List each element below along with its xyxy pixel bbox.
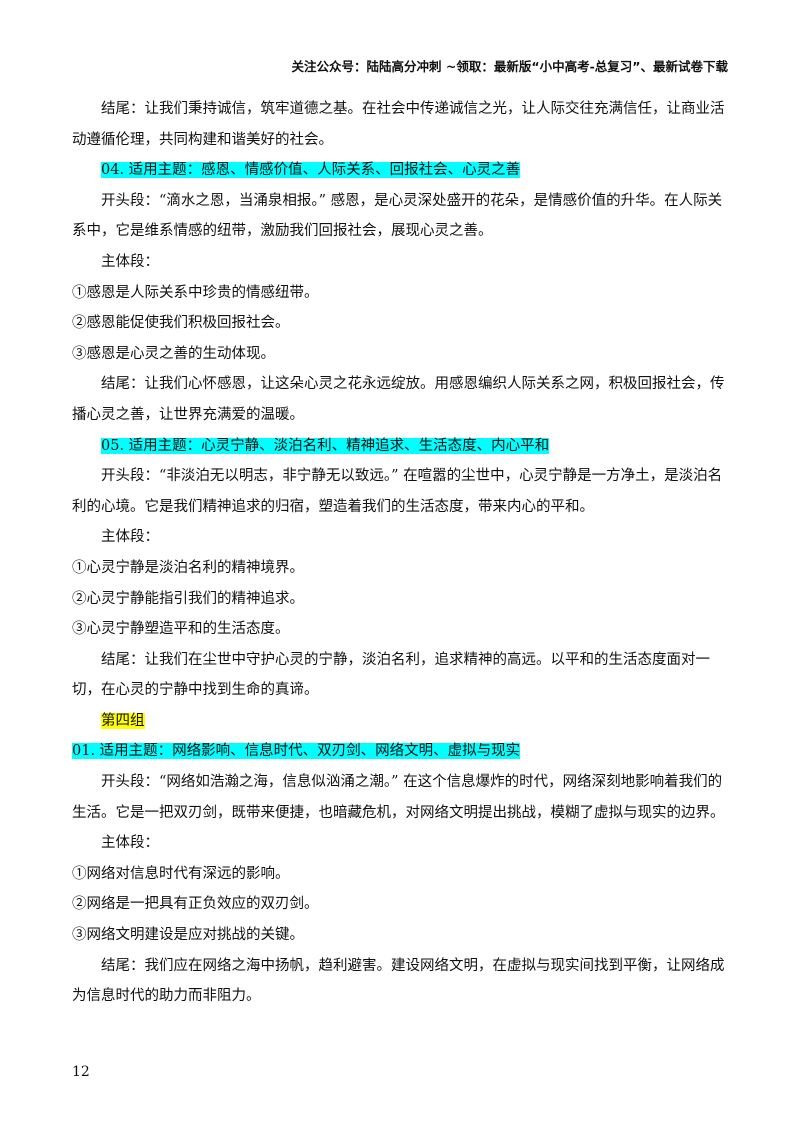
highlighted-heading-text: 04. 适用主题：感恩、情感价值、人际关系、回报社会、心灵之善 [101, 162, 521, 179]
paragraph: 开头段：“滴水之恩，当涌泉相报。” 感恩，是心灵深处盛开的花朵，是情感价值的升华… [72, 192, 723, 240]
paragraph: 结尾：我们应在网络之海中扬帆，趋利避害。建设网络文明，在虚拟与现实间找到平衡，让… [72, 957, 725, 1005]
paragraph: 结尾：让我们秉持诚信，筑牢道德之基。在社会中传递诚信之光，让人际交往充满信任，让… [72, 101, 725, 148]
list-item: ②感恩能促使我们积极回报社会。 [72, 315, 290, 332]
list-item: ①网络对信息时代有深远的影响。 [72, 865, 290, 882]
section-heading: 第四组 [72, 706, 728, 737]
list-item: ③网络文明建设是应对挑战的关键。 [72, 927, 304, 944]
highlighted-heading-text: 05. 适用主题：心灵宁静、淡泊名利、精神追求、生活态度、内心平和 [101, 437, 550, 454]
section-heading: 01. 适用主题：网络影响、信息时代、双刃剑、网络文明、虚拟与现实 [72, 736, 728, 767]
paragraph: 结尾：让我们心怀感恩，让这朵心灵之花永远绽放。用感恩编织人际关系之网，积极回报社… [72, 376, 725, 423]
page-header: 关注公众号：陆陆高分冲刺 ~领取：最新版“小中高考-总复习”、最新试卷下载 [291, 59, 728, 74]
paragraph: 主体段： [101, 529, 159, 546]
section-heading: 04. 适用主题：感恩、情感价值、人际关系、回报社会、心灵之善 [72, 155, 728, 186]
list-item: ③心灵宁静塑造平和的生活态度。 [72, 621, 290, 638]
list-item: ②心灵宁静能指引我们的精神追求。 [72, 590, 304, 607]
highlighted-heading-text: 01. 适用主题：网络影响、信息时代、双刃剑、网络文明、虚拟与现实 [72, 743, 521, 760]
list-item: ②网络是一把具有正负效应的双刃剑。 [72, 896, 319, 913]
paragraph: 结尾：让我们在尘世中守护心灵的宁静，淡泊名利，追求精神的高远。以平和的生活态度面… [72, 651, 710, 699]
list-item: ③感恩是心灵之善的生动体现。 [72, 345, 275, 362]
highlighted-heading-text: 第四组 [101, 712, 145, 729]
paragraph: 主体段： [101, 253, 159, 270]
paragraph: 开头段：“网络如浩瀚之海，信息似汹涌之潮。” 在这个信息爆炸的时代，网络深刻地影… [72, 774, 725, 821]
list-item: ①感恩是人际关系中珍贵的情感纽带。 [72, 284, 319, 301]
page-number: 12 [72, 1064, 90, 1080]
section-heading: 05. 适用主题：心灵宁静、淡泊名利、精神追求、生活态度、内心平和 [72, 431, 728, 462]
document-body: 结尾：让我们秉持诚信，筑牢道德之基。在社会中传递诚信之光，让人际交往充满信任，让… [72, 94, 728, 1012]
paragraph: 开头段：“非淡泊无以明志，非宁静无以致远。” 在喧嚣的尘世中，心灵宁静是一方净土… [72, 468, 723, 515]
list-item: ①心灵宁静是淡泊名利的精神境界。 [72, 559, 304, 576]
paragraph: 主体段： [101, 835, 159, 852]
